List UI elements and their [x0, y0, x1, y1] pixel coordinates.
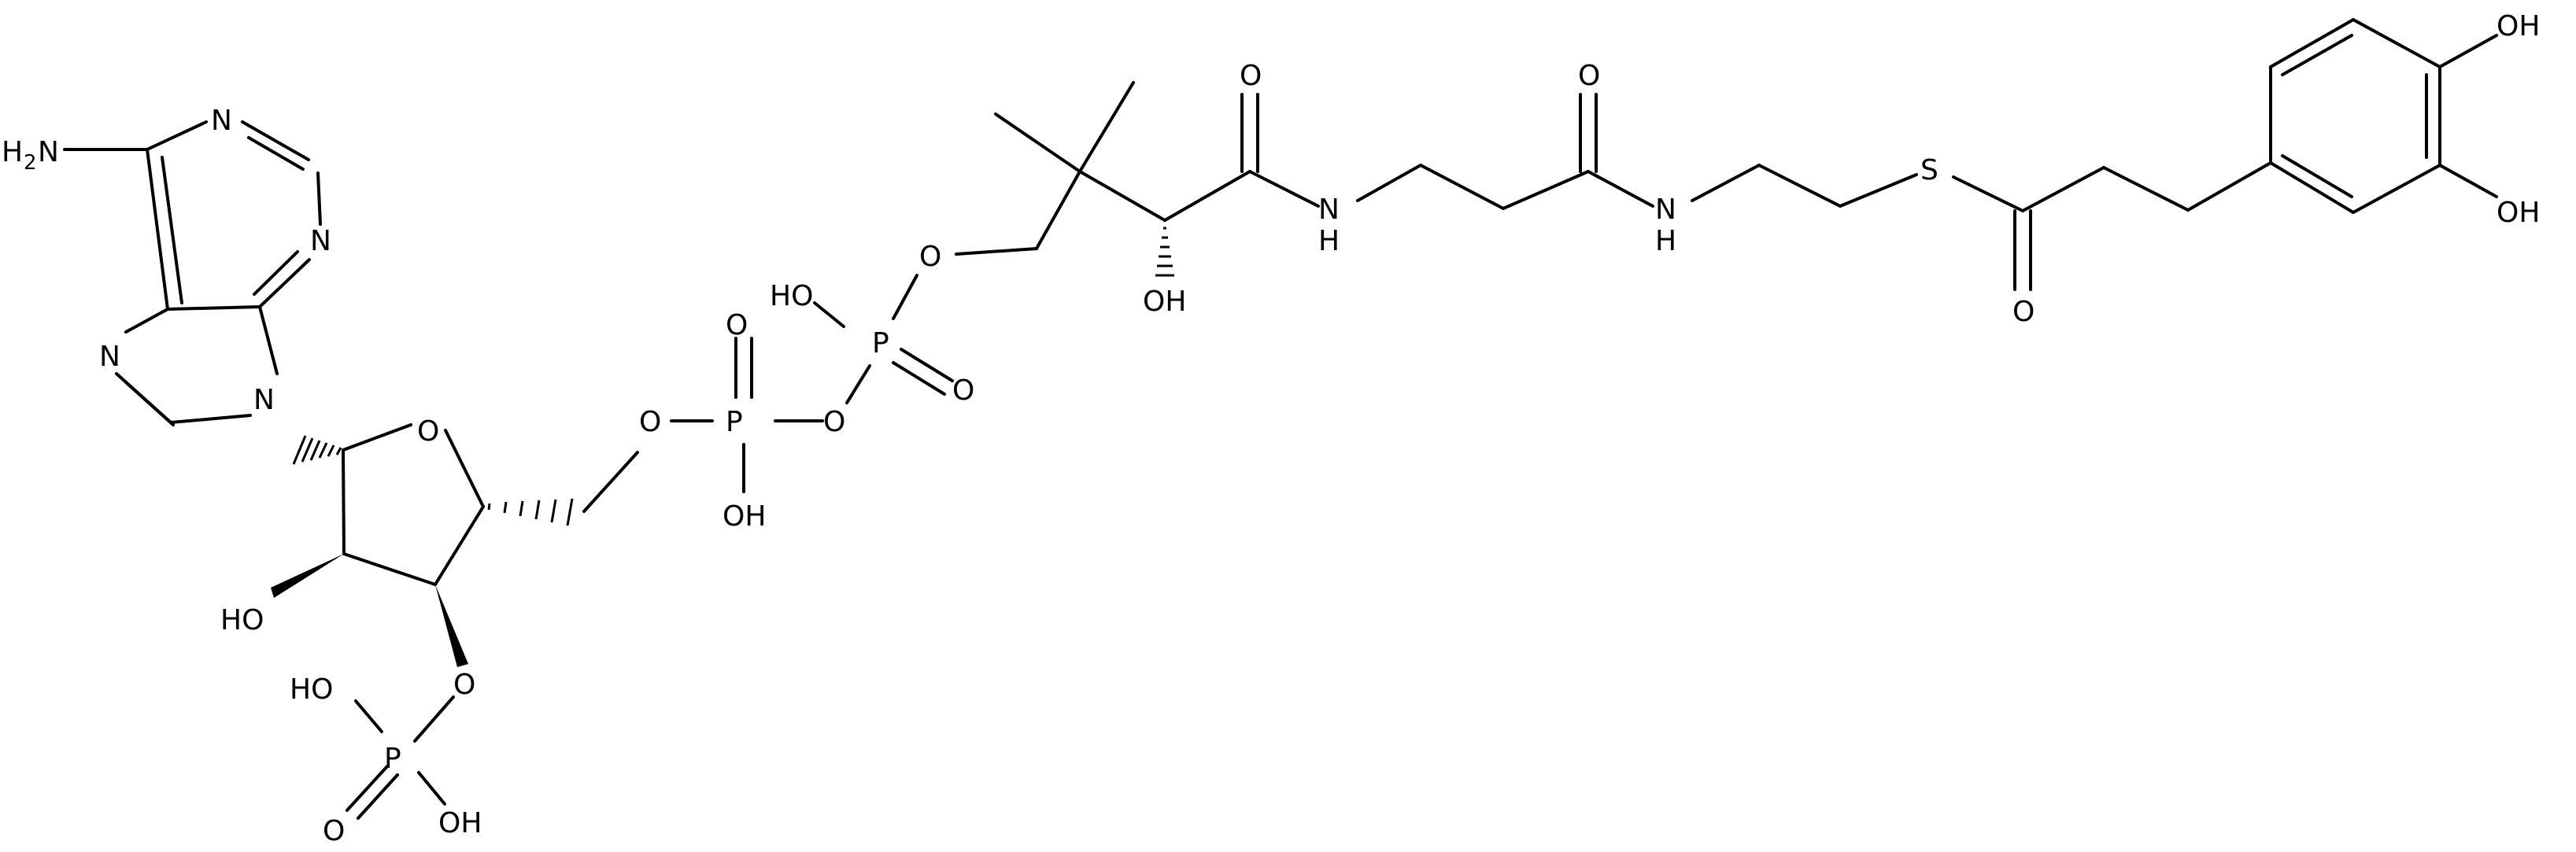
ribose-bonds — [342, 423, 639, 586]
c3-o-wedge — [435, 585, 468, 667]
ribose-5prime-o-label: O — [639, 406, 661, 438]
thioester-catechol-bonds — [1952, 18, 2498, 291]
phosphate-3prime-ho-label: HO — [290, 673, 333, 706]
phosphate-3prime-bonds — [346, 695, 455, 820]
ribose-2prime-oh-label: HO — [220, 604, 264, 636]
amide1-o-label: O — [1240, 60, 1262, 92]
adenine-bonds — [63, 120, 322, 426]
catechol-oh-bottom-label: OH — [2497, 197, 2540, 229]
phosphate-3prime-p-label: P — [384, 743, 401, 775]
amide1-h-label: H — [1318, 225, 1340, 257]
purine-n9-label: N — [253, 384, 275, 416]
c2-oh-hash-bond — [1155, 227, 1174, 277]
c2-oh-wedge — [271, 554, 344, 598]
n9-c1-hash-bond — [292, 435, 342, 465]
h2n-h-label: H — [2, 136, 23, 168]
amide1-n-label: N — [1318, 194, 1340, 226]
pantetheine-bonds — [955, 81, 1918, 256]
phosphate-alpha-o-label: O — [726, 309, 748, 341]
h2n-n-label: N — [38, 136, 59, 168]
diphosphate-bonds — [670, 274, 954, 493]
ribose-ring-o-label: O — [417, 415, 439, 448]
thioester-s-label: S — [1920, 154, 1938, 186]
amide2-h-label: H — [1655, 225, 1676, 257]
phosphate-3prime-o-label: O — [323, 815, 345, 847]
phosphate-beta-ho-label: HO — [770, 280, 813, 312]
phosphate-3prime-oh-label: OH — [438, 807, 482, 839]
phosphate-bridge-o-label: O — [823, 406, 845, 438]
ribose-3prime-o-label: O — [453, 669, 475, 701]
purine-n7-label: N — [99, 341, 120, 373]
phosphate-beta-p-label: P — [872, 327, 889, 360]
thioester-o-label: O — [2012, 296, 2035, 328]
phosphate-beta-o-label: O — [952, 374, 974, 407]
phosphate-alpha-p-label: P — [726, 406, 743, 438]
amide2-o-label: O — [1578, 60, 1600, 92]
c4-c5-hash-bond — [487, 498, 574, 526]
pantoate-oh-label: OH — [1143, 286, 1186, 318]
h2n-subscript-label: 2 — [24, 151, 37, 175]
phosphate-alpha-oh-label: OH — [723, 500, 766, 533]
atom-labels: H 2 N N N N N O HO O P HO O OH O P O OH … — [2, 10, 2540, 847]
pantoate-o-label: O — [919, 241, 941, 273]
purine-n1-label: N — [211, 105, 232, 137]
amide2-n-label: N — [1655, 194, 1676, 226]
catechol-oh-top-label: OH — [2497, 10, 2540, 42]
purine-n3-label: N — [310, 225, 331, 257]
